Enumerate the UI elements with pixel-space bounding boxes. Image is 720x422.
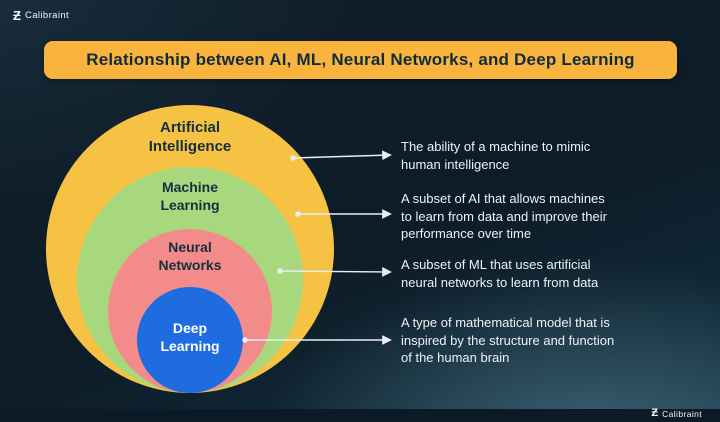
brand-bottom-right: Ƶ Calibraint <box>651 408 702 419</box>
brand-name: Calibraint <box>24 10 70 21</box>
label-machine-learning: Machine Learning <box>160 179 220 213</box>
label-neural-networks: Neural Networks <box>158 239 222 273</box>
label-deep-learning: Deep Learning <box>160 320 220 354</box>
brand-name: Calibraint <box>662 408 702 419</box>
annotation-artificial-intelligence: The ability of a machine to mimic human … <box>401 139 591 172</box>
annotation-neural-networks: A subset of ML that uses artificial neur… <box>401 257 599 290</box>
title-banner: Relationship between AI, ML, Neural Netw… <box>44 41 677 79</box>
calibraint-logo-icon: Ƶ <box>13 8 21 23</box>
annotation-deep-learning: A type of mathematical model that is ins… <box>401 315 615 365</box>
calibraint-logo-icon: Ƶ <box>651 407 659 419</box>
page-title: Relationship between AI, ML, Neural Netw… <box>86 50 635 69</box>
bottom-bar <box>0 409 720 422</box>
label-artificial-intelligence: Artificial Intelligence <box>148 119 232 155</box>
annotation-machine-learning: A subset of AI that allows machines to l… <box>401 191 607 241</box>
brand-top-left: Ƶ Calibraint <box>13 9 69 22</box>
circle-deep-learning: Deep Learning <box>137 287 243 393</box>
